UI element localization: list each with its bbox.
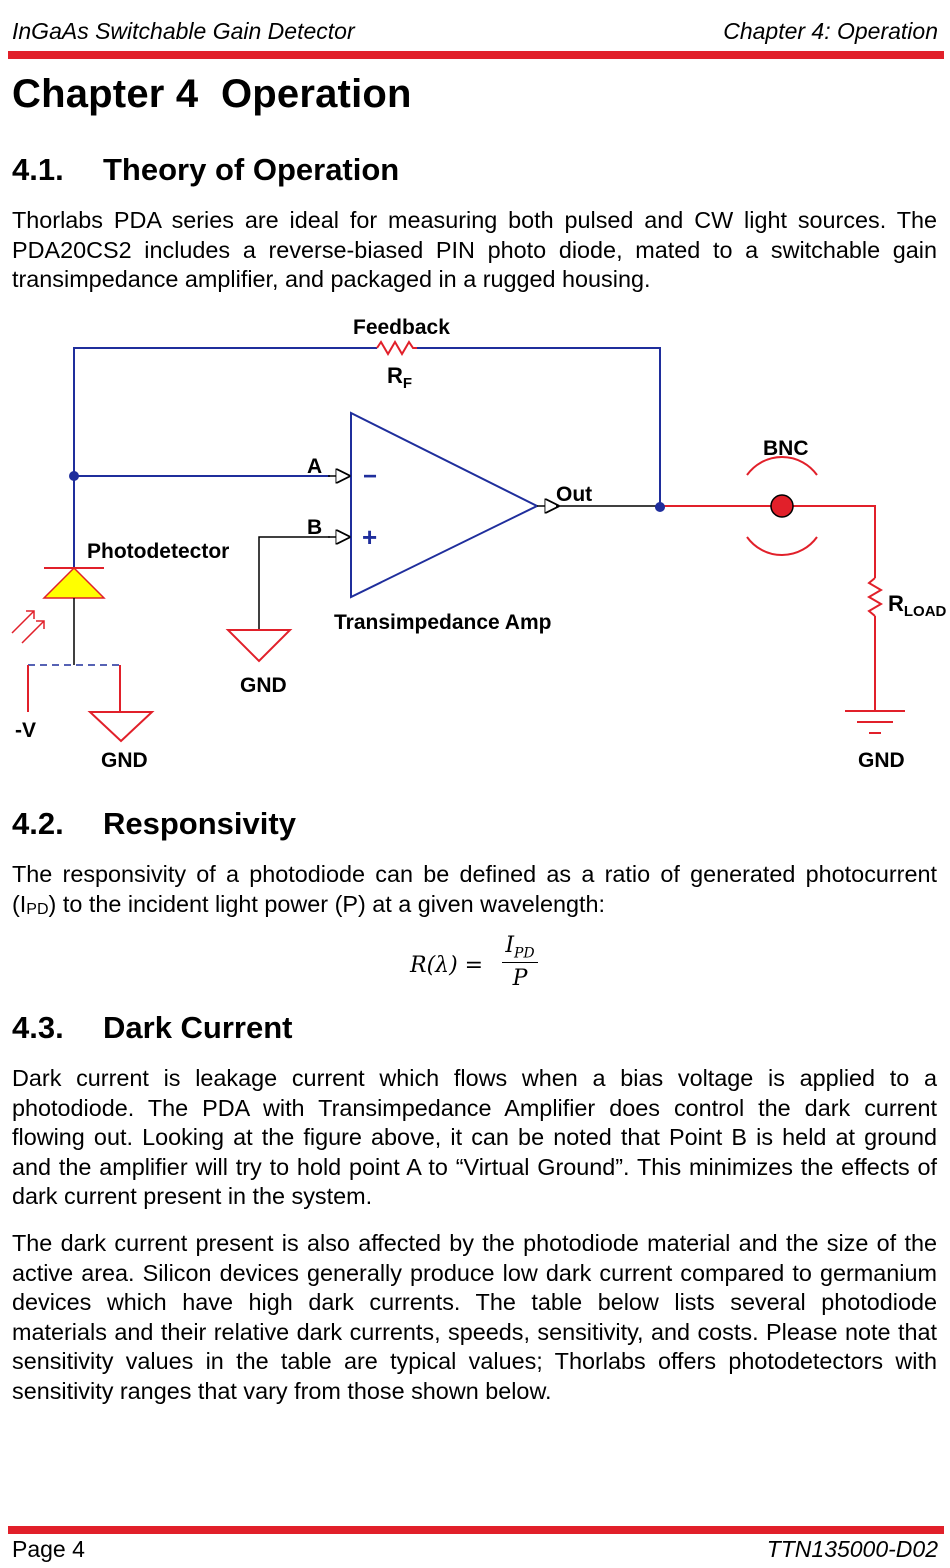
gnd-pd-label: GND (101, 749, 148, 772)
chapter-heading: Chapter 4 Operation (12, 72, 412, 117)
feedback-label: Feedback (353, 316, 450, 339)
footer-rule (8, 1526, 944, 1534)
responsivity-paragraph: The responsivity of a photodiode can be … (12, 861, 937, 918)
output-path-wire (660, 505, 876, 578)
ground-symbol-pd (87, 711, 155, 743)
input-b-wire (258, 536, 330, 630)
gnd-b-label: GND (240, 674, 287, 697)
bnc-connector (746, 456, 818, 556)
junction-node-out (655, 502, 665, 512)
section-number: 4.1. (12, 152, 64, 187)
plus-sign: + (362, 522, 377, 552)
section-title: Dark Current (103, 1010, 293, 1045)
opamp-symbol (350, 411, 540, 599)
page-number: Page 4 (12, 1536, 85, 1562)
ground-symbol-load (845, 710, 905, 734)
chapter-label: Chapter 4: Operation (723, 18, 938, 44)
section-number: 4.2. (12, 806, 64, 841)
fraction-bar (502, 962, 538, 963)
transimpedance-amp-label: Transimpedance Amp (334, 611, 551, 634)
photodiode-symbol (42, 566, 106, 665)
minus-sign: − (363, 463, 377, 490)
input-a-label: A (307, 455, 322, 478)
feedback-loop-wires (73, 347, 661, 568)
header-rule (8, 51, 944, 59)
rf-label: RF (387, 363, 412, 392)
document-title: InGaAs Switchable Gain Detector (12, 18, 355, 44)
feedback-resistor (376, 340, 417, 356)
junction-node-a (69, 471, 79, 481)
responsivity-equation: R(λ) = IPD P (410, 932, 550, 996)
theory-paragraph: Thorlabs PDA series are ideal for measur… (12, 207, 937, 293)
document-number: TTN135000-D02 (766, 1536, 938, 1562)
chapter-number: Chapter 4 (12, 72, 199, 116)
section-title: Theory of Operation (103, 152, 400, 187)
dark-current-paragraph-2: The dark current present is also affecte… (12, 1230, 937, 1404)
neg-v-label: -V (15, 719, 36, 742)
equation-denominator: P (512, 966, 528, 991)
equation-lhs: R(λ) = (410, 953, 484, 978)
dark-current-paragraph-1: Dark current is leakage current which fl… (12, 1065, 937, 1210)
out-label: Out (556, 483, 592, 506)
input-b-label: B (307, 516, 322, 539)
equation-numerator: IPD (505, 933, 535, 962)
bnc-label: BNC (763, 437, 809, 460)
transimpedance-circuit-diagram: Feedback RF A B − + Out BNC Photodetecto… (11, 316, 947, 772)
equation-fraction: IPD P (502, 932, 538, 993)
ground-symbol-b (225, 629, 293, 663)
chapter-title: Operation (220, 72, 412, 116)
load-resistor (867, 577, 883, 617)
section-number: 4.3. (12, 1010, 64, 1045)
light-arrows-icon (11, 610, 45, 644)
gnd-load-label: GND (858, 749, 905, 772)
page-footer: Page 4 TTN135000-D02 (12, 1536, 938, 1566)
photodetector-label: Photodetector (87, 540, 229, 563)
section-title: Responsivity (103, 806, 296, 841)
running-header: InGaAs Switchable Gain Detector Chapter … (12, 18, 938, 48)
rload-label: RLOAD (888, 591, 947, 620)
